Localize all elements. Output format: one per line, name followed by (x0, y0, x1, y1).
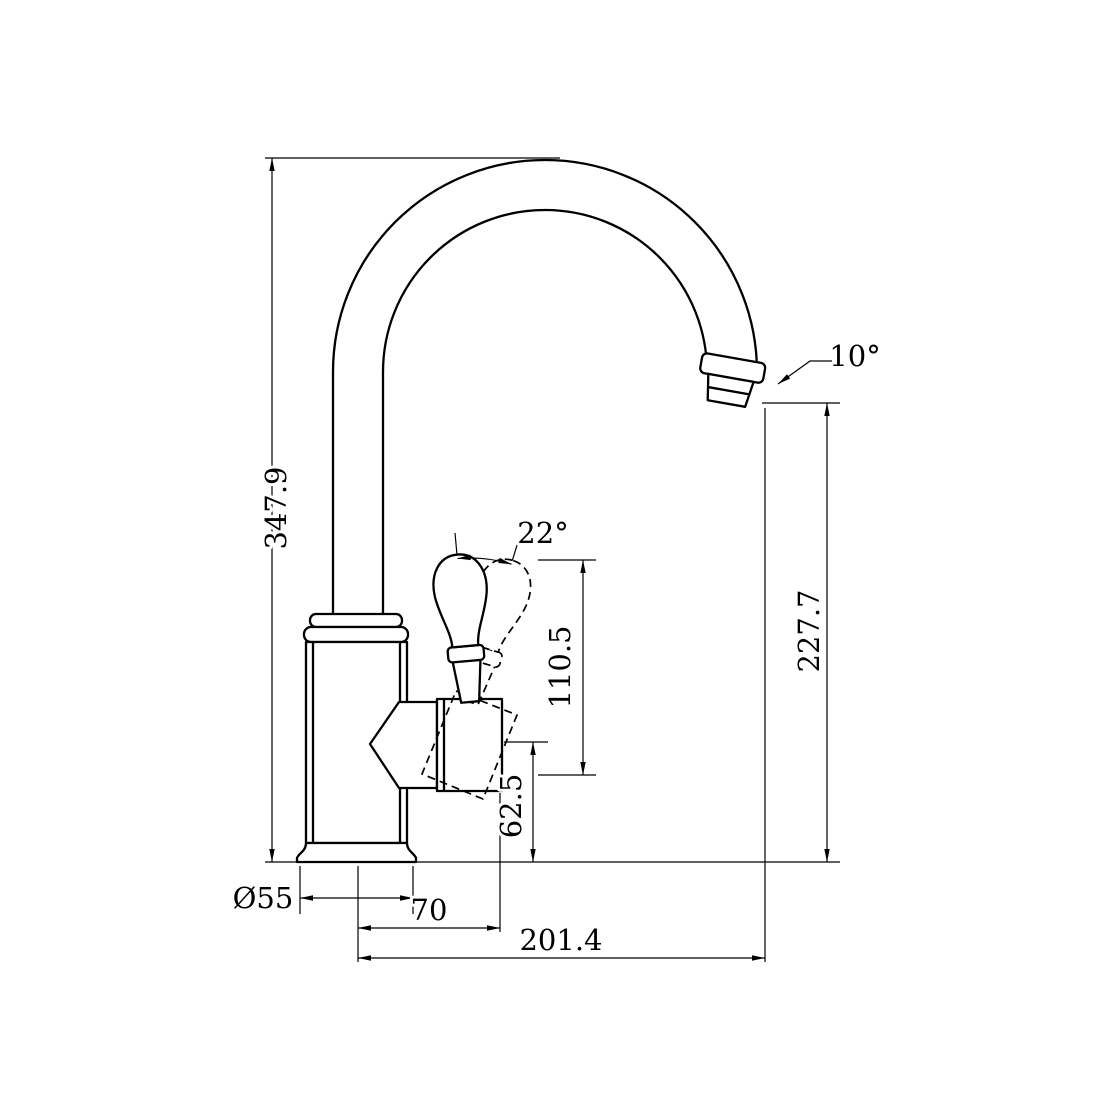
handle-shaft (451, 657, 482, 704)
spout-nozzle-band (707, 385, 750, 396)
handle-knob (432, 553, 488, 649)
spout-reach-label: 201.4 (519, 923, 602, 957)
spout-angle-label: 10° (829, 339, 880, 373)
base-diameter-label: Ø55 (233, 881, 294, 915)
handle-offset-label: 70 (411, 893, 448, 927)
handle-height-label: 110.5 (543, 625, 577, 708)
spout-tip (699, 352, 767, 408)
annotations: 347.9 227.7 110.5 62.5 Ø55 70 201.4 10° … (230, 336, 884, 960)
dim-outlet-center-height (504, 741, 548, 862)
faucet-outline (295, 158, 767, 864)
handle-knob-dashed (472, 558, 532, 654)
spout-outlet-height-label: 227.7 (792, 589, 826, 672)
collar-ring-lower (302, 625, 410, 644)
leader-spout-angle (777, 360, 832, 385)
outlet-center-height-label: 62.5 (494, 774, 528, 839)
handle-swing-angle-label: 22° (517, 516, 568, 550)
dim-spout-outlet-height (762, 402, 840, 862)
spout-arc-inner (381, 208, 709, 373)
dim-arc-handle-swing (457, 554, 512, 565)
collar-ring-upper (308, 612, 404, 629)
dim-horizontal-offsets (357, 408, 766, 962)
overall-height-label: 347.9 (259, 466, 293, 549)
spout-arc-outer (331, 158, 759, 373)
dim-handle-height (538, 559, 596, 776)
valve-block-rotated-dashed (421, 690, 518, 800)
dim-base-diameter (299, 866, 414, 914)
base-flange (295, 841, 418, 864)
handle (432, 553, 488, 704)
